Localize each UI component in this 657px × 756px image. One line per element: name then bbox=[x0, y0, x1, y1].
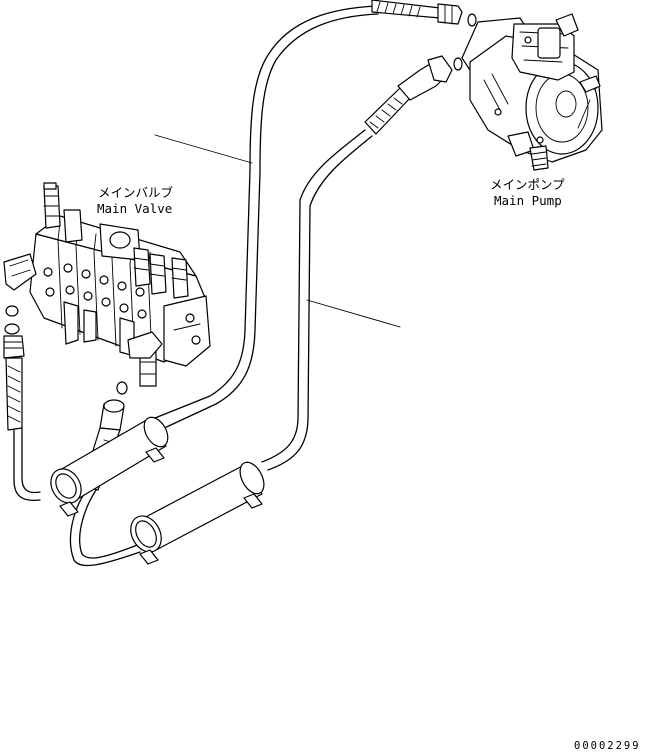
leader-line-valve bbox=[154, 134, 253, 164]
main-valve-label-en: Main Valve bbox=[97, 201, 172, 216]
main-pump-label-en: Main Pump bbox=[494, 193, 562, 208]
pump-hose-fitting-top bbox=[371, 0, 477, 27]
leader-line-pump bbox=[306, 299, 401, 328]
left-hose bbox=[3, 305, 25, 431]
delivery-tube-inner bbox=[267, 135, 373, 471]
main-pump bbox=[461, 13, 603, 171]
main-valve bbox=[3, 182, 211, 395]
suction-tube-inner bbox=[159, 13, 379, 431]
main-valve-label-jp: メインバルブ bbox=[98, 185, 174, 200]
lower-loop-tube-outer bbox=[69, 487, 141, 567]
clamp-cylinder-lower bbox=[130, 461, 265, 565]
main-pump-label-jp: メインポンプ bbox=[490, 177, 565, 192]
lower-loop-tube-inner bbox=[79, 489, 141, 559]
return-tube-outer bbox=[13, 427, 41, 502]
pump-hose-fitting-mid bbox=[364, 55, 463, 135]
return-tube-inner bbox=[21, 427, 41, 494]
suction-tube-outer bbox=[149, 5, 379, 421]
clamp-cylinder-upper bbox=[50, 416, 169, 517]
delivery-tube-outer bbox=[261, 129, 366, 463]
document-number: 00002299 bbox=[574, 740, 641, 752]
